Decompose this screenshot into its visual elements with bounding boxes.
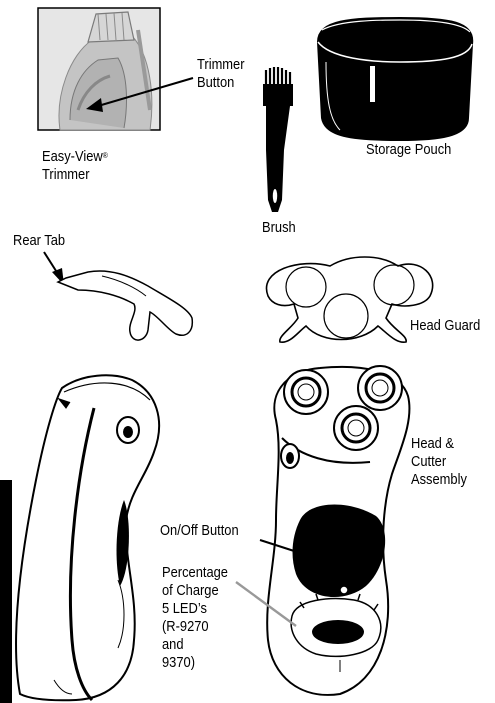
side-shaver-drawing xyxy=(16,375,159,700)
percentage-of-charge-label: Percentage of Charge 5 LED’s (R-9270 and… xyxy=(162,564,228,672)
brush-label: Brush xyxy=(262,219,296,237)
brush-drawing xyxy=(263,67,293,212)
head-guard-label: Head Guard xyxy=(410,317,480,335)
front-shaver-drawing xyxy=(267,366,409,695)
trimmer-button-label: Trimmer Button xyxy=(197,56,245,92)
storage-pouch-drawing xyxy=(318,18,472,140)
head-guard-part xyxy=(266,257,432,342)
storage-pouch-label: Storage Pouch xyxy=(366,141,451,159)
rear-tab-label: Rear Tab xyxy=(13,232,65,250)
head-cutter-assembly-label: Head & Cutter Assembly xyxy=(411,435,467,489)
rear-tab-part xyxy=(58,271,192,340)
on-off-button-label: On/Off Button xyxy=(160,522,239,540)
easy-view-trimmer-label: Easy-View® Trimmer xyxy=(42,148,108,184)
section-edge-tab xyxy=(0,480,12,703)
trimmer-photo xyxy=(38,8,160,130)
